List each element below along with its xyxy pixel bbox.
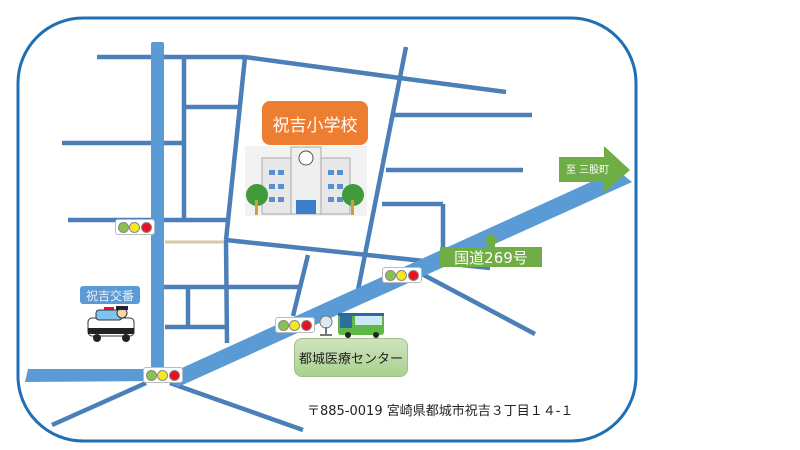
hospital-label: 都城医療センター (294, 338, 408, 377)
direction-arrow-icon (559, 146, 630, 193)
traffic-signal-icon (382, 267, 422, 283)
local-roads (51, 46, 537, 433)
major-road-vertical (151, 42, 164, 377)
police-car-icon (87, 306, 135, 342)
up-arrow-icon (482, 233, 500, 248)
traffic-signal-icon (115, 219, 155, 235)
police-box-label: 祝吉交番 (80, 286, 140, 304)
national-route-label: 国道269号 (440, 247, 542, 267)
traffic-signal-icon (275, 317, 315, 333)
bus-stop-icon (319, 315, 333, 336)
direction-label: 至 三股町 (566, 165, 610, 176)
school-building-icon (245, 146, 367, 216)
major-road-horizontal (25, 369, 170, 382)
school-label: 祝吉小学校 (262, 101, 368, 145)
bus-icon (338, 313, 384, 338)
address-text: 〒885-0019 宮崎県都城市祝吉３丁目１４-１ (307, 404, 574, 419)
traffic-signal-icon (143, 367, 183, 383)
map-border (16, 16, 638, 443)
